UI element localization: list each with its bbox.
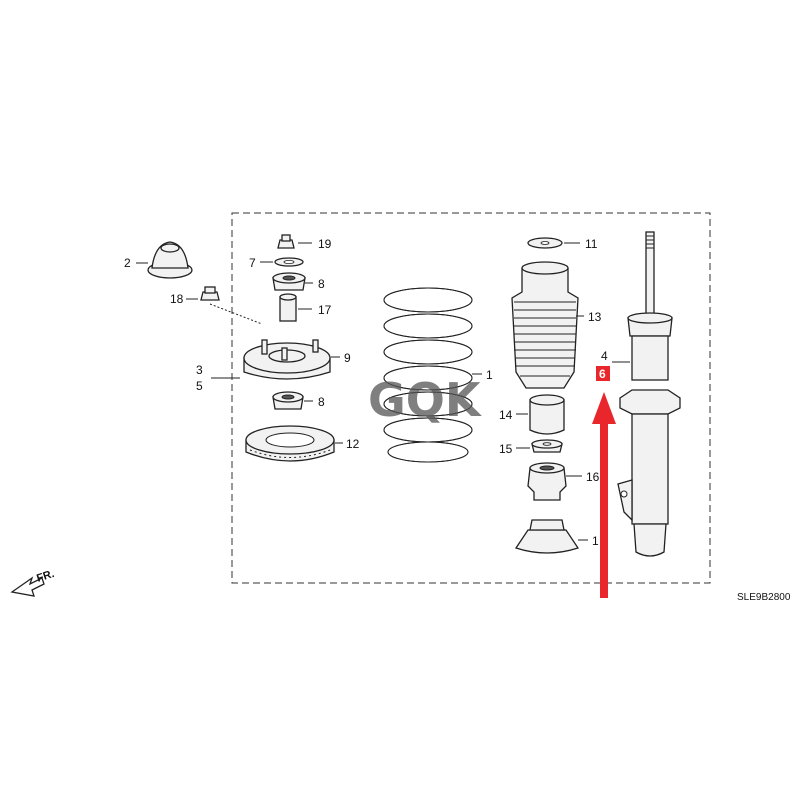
part-12-spring-seat[interactable] (245, 425, 335, 462)
part-8-lower-bushing[interactable] (272, 391, 304, 410)
label-6: 6 (599, 367, 606, 381)
part-13-dust-boot[interactable] (511, 261, 579, 389)
part-11-washer[interactable] (527, 237, 563, 249)
label-16: 16 (586, 470, 600, 484)
part-8-upper-bushing[interactable] (272, 272, 306, 291)
part-15-washer[interactable] (531, 439, 563, 453)
part-4-shock-absorber[interactable] (617, 231, 681, 557)
label-8-lower: 8 (318, 395, 325, 409)
part-9-strut-mount-base[interactable] (243, 339, 331, 380)
label-8-upper: 8 (318, 277, 325, 291)
label-19: 19 (318, 237, 332, 251)
highlight-arrow (592, 392, 616, 598)
label-3: 3 (196, 363, 203, 377)
label-12: 12 (346, 437, 360, 451)
label-9: 9 (344, 351, 351, 365)
part-18-flange-nut[interactable] (200, 286, 220, 301)
label-4: 4 (601, 349, 608, 363)
label-11: 11 (585, 237, 598, 251)
label-14: 14 (499, 408, 513, 422)
part-2-mount-cap[interactable] (147, 241, 193, 279)
part-16-bumper[interactable] (527, 462, 567, 501)
assembly-frame (231, 212, 711, 584)
label-1: 1 (486, 368, 493, 382)
front-marker-text: FR. (35, 568, 56, 585)
front-direction-marker: FR. (10, 568, 56, 597)
label-1-seat: 1 (592, 534, 599, 548)
part-1-coil-spring[interactable] (383, 287, 473, 463)
label-6-highlight (596, 366, 610, 381)
label-15: 15 (499, 442, 513, 456)
part-19-nut[interactable] (277, 234, 295, 249)
label-7: 7 (249, 256, 256, 270)
watermark: GQK (368, 373, 483, 427)
part-lower-spring-seat[interactable] (514, 519, 580, 554)
label-13: 13 (588, 310, 602, 324)
label-2: 2 (124, 256, 131, 270)
part-7-washer[interactable] (274, 257, 304, 267)
part-17-collar[interactable] (279, 293, 297, 322)
label-17: 17 (318, 303, 332, 317)
label-18: 18 (170, 292, 184, 306)
diagram-code: SLE9B2800 (737, 592, 791, 603)
part-14-bump-stop[interactable] (529, 394, 565, 435)
label-5: 5 (196, 379, 203, 393)
